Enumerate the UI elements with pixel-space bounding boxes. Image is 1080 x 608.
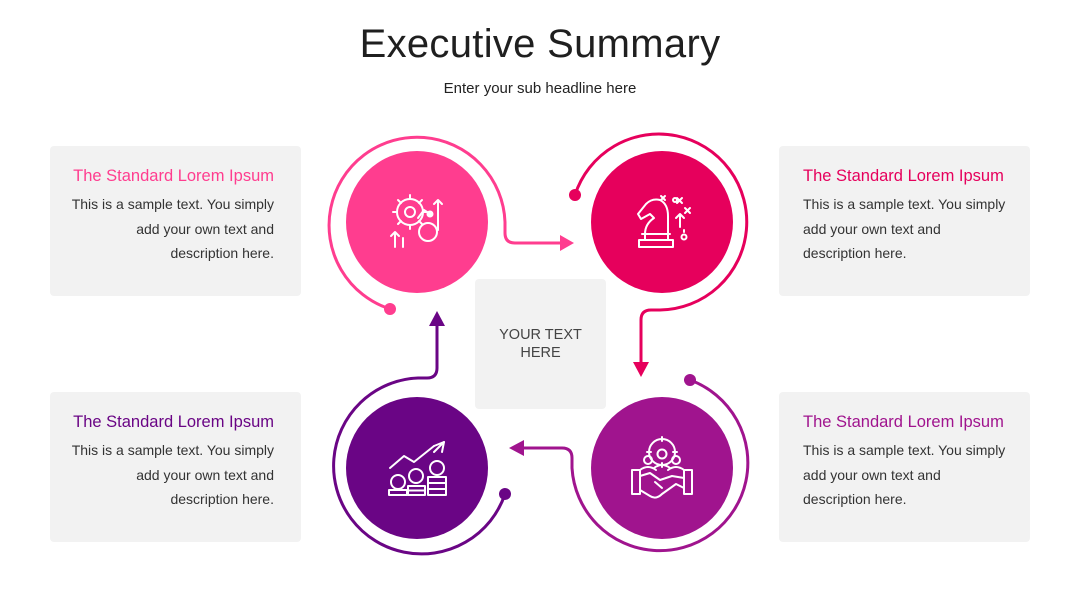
ring-bottom-left [332, 322, 507, 556]
card-top-left: The Standard Lorem Ipsum This is a sampl… [50, 146, 301, 296]
ring-top-right [573, 132, 749, 366]
circle-top-right [591, 151, 733, 293]
team-handshake-icon [631, 436, 693, 499]
arrow-bottom-right [509, 440, 524, 456]
ring-bottom-right-dot [684, 374, 696, 386]
card-bottom-left: The Standard Lorem Ipsum This is a sampl… [50, 392, 301, 542]
ring-top-left [327, 135, 564, 311]
card-heading: The Standard Lorem Ipsum [803, 413, 1004, 431]
center-text-box: YOUR TEXT HERE [475, 279, 606, 409]
circle-bottom-left [346, 397, 488, 539]
center-text: YOUR TEXT HERE [499, 327, 582, 361]
arrow-top-left [560, 235, 574, 251]
card-heading: The Standard Lorem Ipsum [73, 167, 274, 185]
ring-bottom-left-dot [499, 488, 511, 500]
arrow-bottom-left [429, 311, 445, 326]
arrow-top-right [633, 362, 649, 377]
ring-top-right-dot [569, 189, 581, 201]
card-body: This is a sample text. You simply add yo… [71, 442, 274, 507]
gear-chart-growth-icon [390, 194, 443, 248]
chess-knight-strategy-icon [637, 195, 691, 248]
page-subtitle: Enter your sub headline here [443, 80, 637, 97]
card-top-right: The Standard Lorem Ipsum This is a sampl… [779, 146, 1030, 296]
card-body: This is a sample text. You simply add yo… [71, 196, 274, 261]
card-heading: The Standard Lorem Ipsum [803, 167, 1004, 185]
ring-top-left-dot [384, 303, 396, 315]
page-title: Executive Summary [359, 22, 721, 66]
card-body: This is a sample text. You simply add yo… [803, 196, 1006, 261]
coins-growth-icon [388, 441, 447, 496]
ring-bottom-right [520, 378, 750, 553]
card-bottom-right: The Standard Lorem Ipsum This is a sampl… [779, 392, 1030, 542]
card-body: This is a sample text. You simply add yo… [803, 442, 1006, 507]
card-heading: The Standard Lorem Ipsum [73, 413, 274, 431]
